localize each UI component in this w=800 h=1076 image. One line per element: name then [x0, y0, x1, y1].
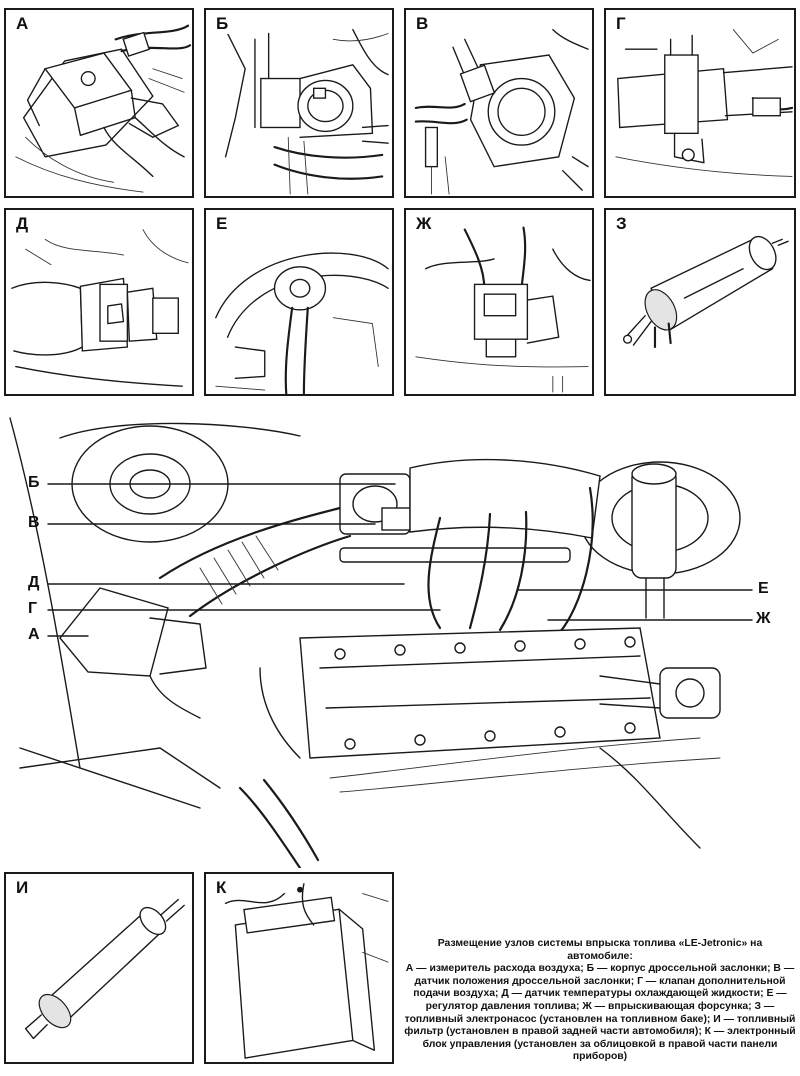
panel-label: Е [214, 214, 230, 234]
panel-label: Д [14, 214, 31, 234]
panel-throttle-body: Б [204, 8, 394, 198]
panel-label: В [414, 14, 431, 34]
panel-fuel-pressure-regulator: Е [204, 208, 394, 396]
callout-b: Б [28, 474, 40, 491]
panel-auxiliary-air-valve: Г [604, 8, 796, 198]
panel-electronic-control-unit: К [204, 872, 394, 1064]
panel-label: Б [214, 14, 231, 34]
caption-body: А — измеритель расхода воздуха; Б — корп… [404, 963, 796, 1063]
panel-air-flow-meter: А [4, 8, 194, 198]
air-flow-meter-drawing [15, 24, 192, 193]
callout-zh: Ж [756, 610, 771, 627]
engine-bay-diagram: Б В Д Г А Е Ж [0, 408, 800, 868]
panel-electric-fuel-pump: З [604, 208, 796, 396]
panel-coolant-temperature-sensor: Д [4, 208, 194, 396]
throttle-position-sensor-drawing [414, 28, 589, 195]
engine-bay-drawing [9, 417, 741, 868]
electric-fuel-pump-drawing [622, 235, 789, 349]
panel-label: З [614, 214, 629, 234]
callout-d: Д [28, 574, 40, 591]
callout-e: Е [758, 580, 769, 597]
callout-v: В [28, 514, 40, 531]
panel-label: Ж [414, 214, 434, 234]
caption-title: Размещение узлов системы впрыска топлива… [437, 938, 763, 962]
panel-label: И [14, 878, 31, 898]
throttle-body-drawing [224, 28, 389, 195]
callout-g: Г [28, 600, 38, 617]
auxiliary-air-valve-drawing [615, 29, 794, 177]
figure-caption: Размещение узлов системы впрыска топлива… [404, 938, 796, 1064]
injector-drawing [415, 226, 591, 393]
fuel-filter-drawing [24, 898, 185, 1040]
callout-leaders [47, 483, 753, 637]
electronic-control-unit-drawing [224, 883, 389, 1059]
panel-label: К [214, 878, 229, 898]
panel-injector: Ж [404, 208, 594, 396]
panel-throttle-position-sensor: В [404, 8, 594, 198]
panel-label: А [14, 14, 31, 34]
panel-fuel-filter: И [4, 872, 194, 1064]
coolant-temperature-sensor-drawing [11, 229, 189, 387]
callout-a: А [28, 626, 40, 643]
panel-label: Г [614, 14, 628, 34]
fuel-pressure-regulator-drawing [215, 252, 389, 394]
